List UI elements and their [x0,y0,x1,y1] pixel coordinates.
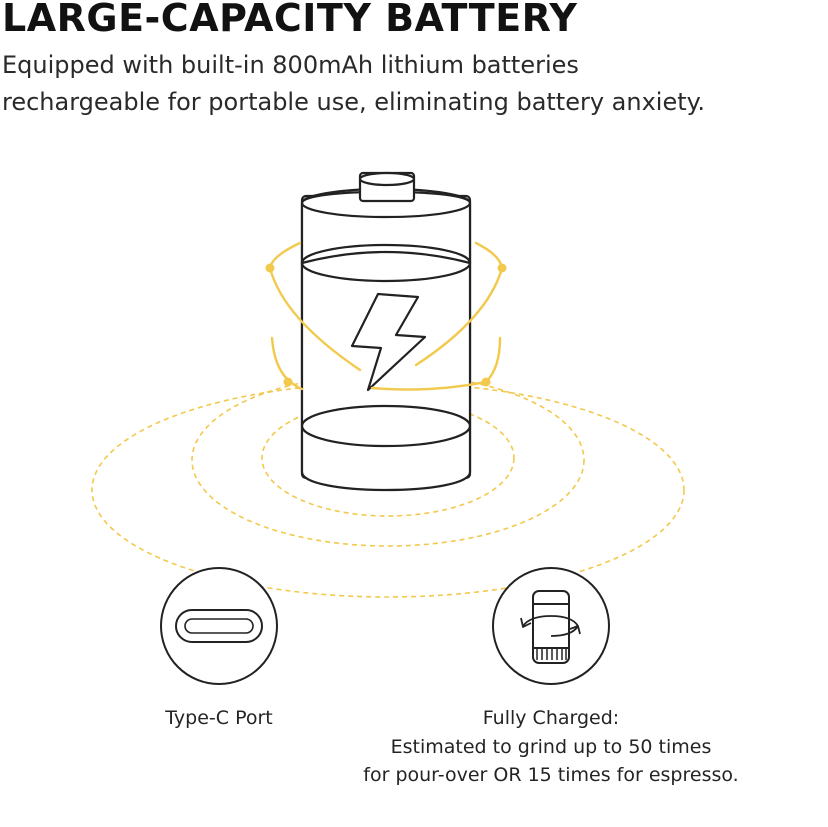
fully-charged-label: Fully Charged: [482,707,620,729]
fully-charged-description-line-1: Estimated to grind up to 50 times [390,736,712,758]
energy-orbit [265,241,507,391]
usb-c-port-icon [160,567,278,685]
grinder-rotate-icon [492,567,610,685]
description-line-2: rechargeable for portable use, eliminati… [2,88,706,116]
wave-ring-inner [261,399,515,517]
fully-charged-description-line-2: for pour-over OR 15 times for espresso. [363,764,739,786]
lightning-bolt-icon [350,292,427,392]
wave-ring-middle [191,373,585,547]
page-title: LARGE-CAPACITY BATTERY [2,0,578,40]
typec-port-label: Type-C Port [165,707,273,729]
description-line-1: Equipped with built-in 800mAh lithium ba… [2,51,579,79]
